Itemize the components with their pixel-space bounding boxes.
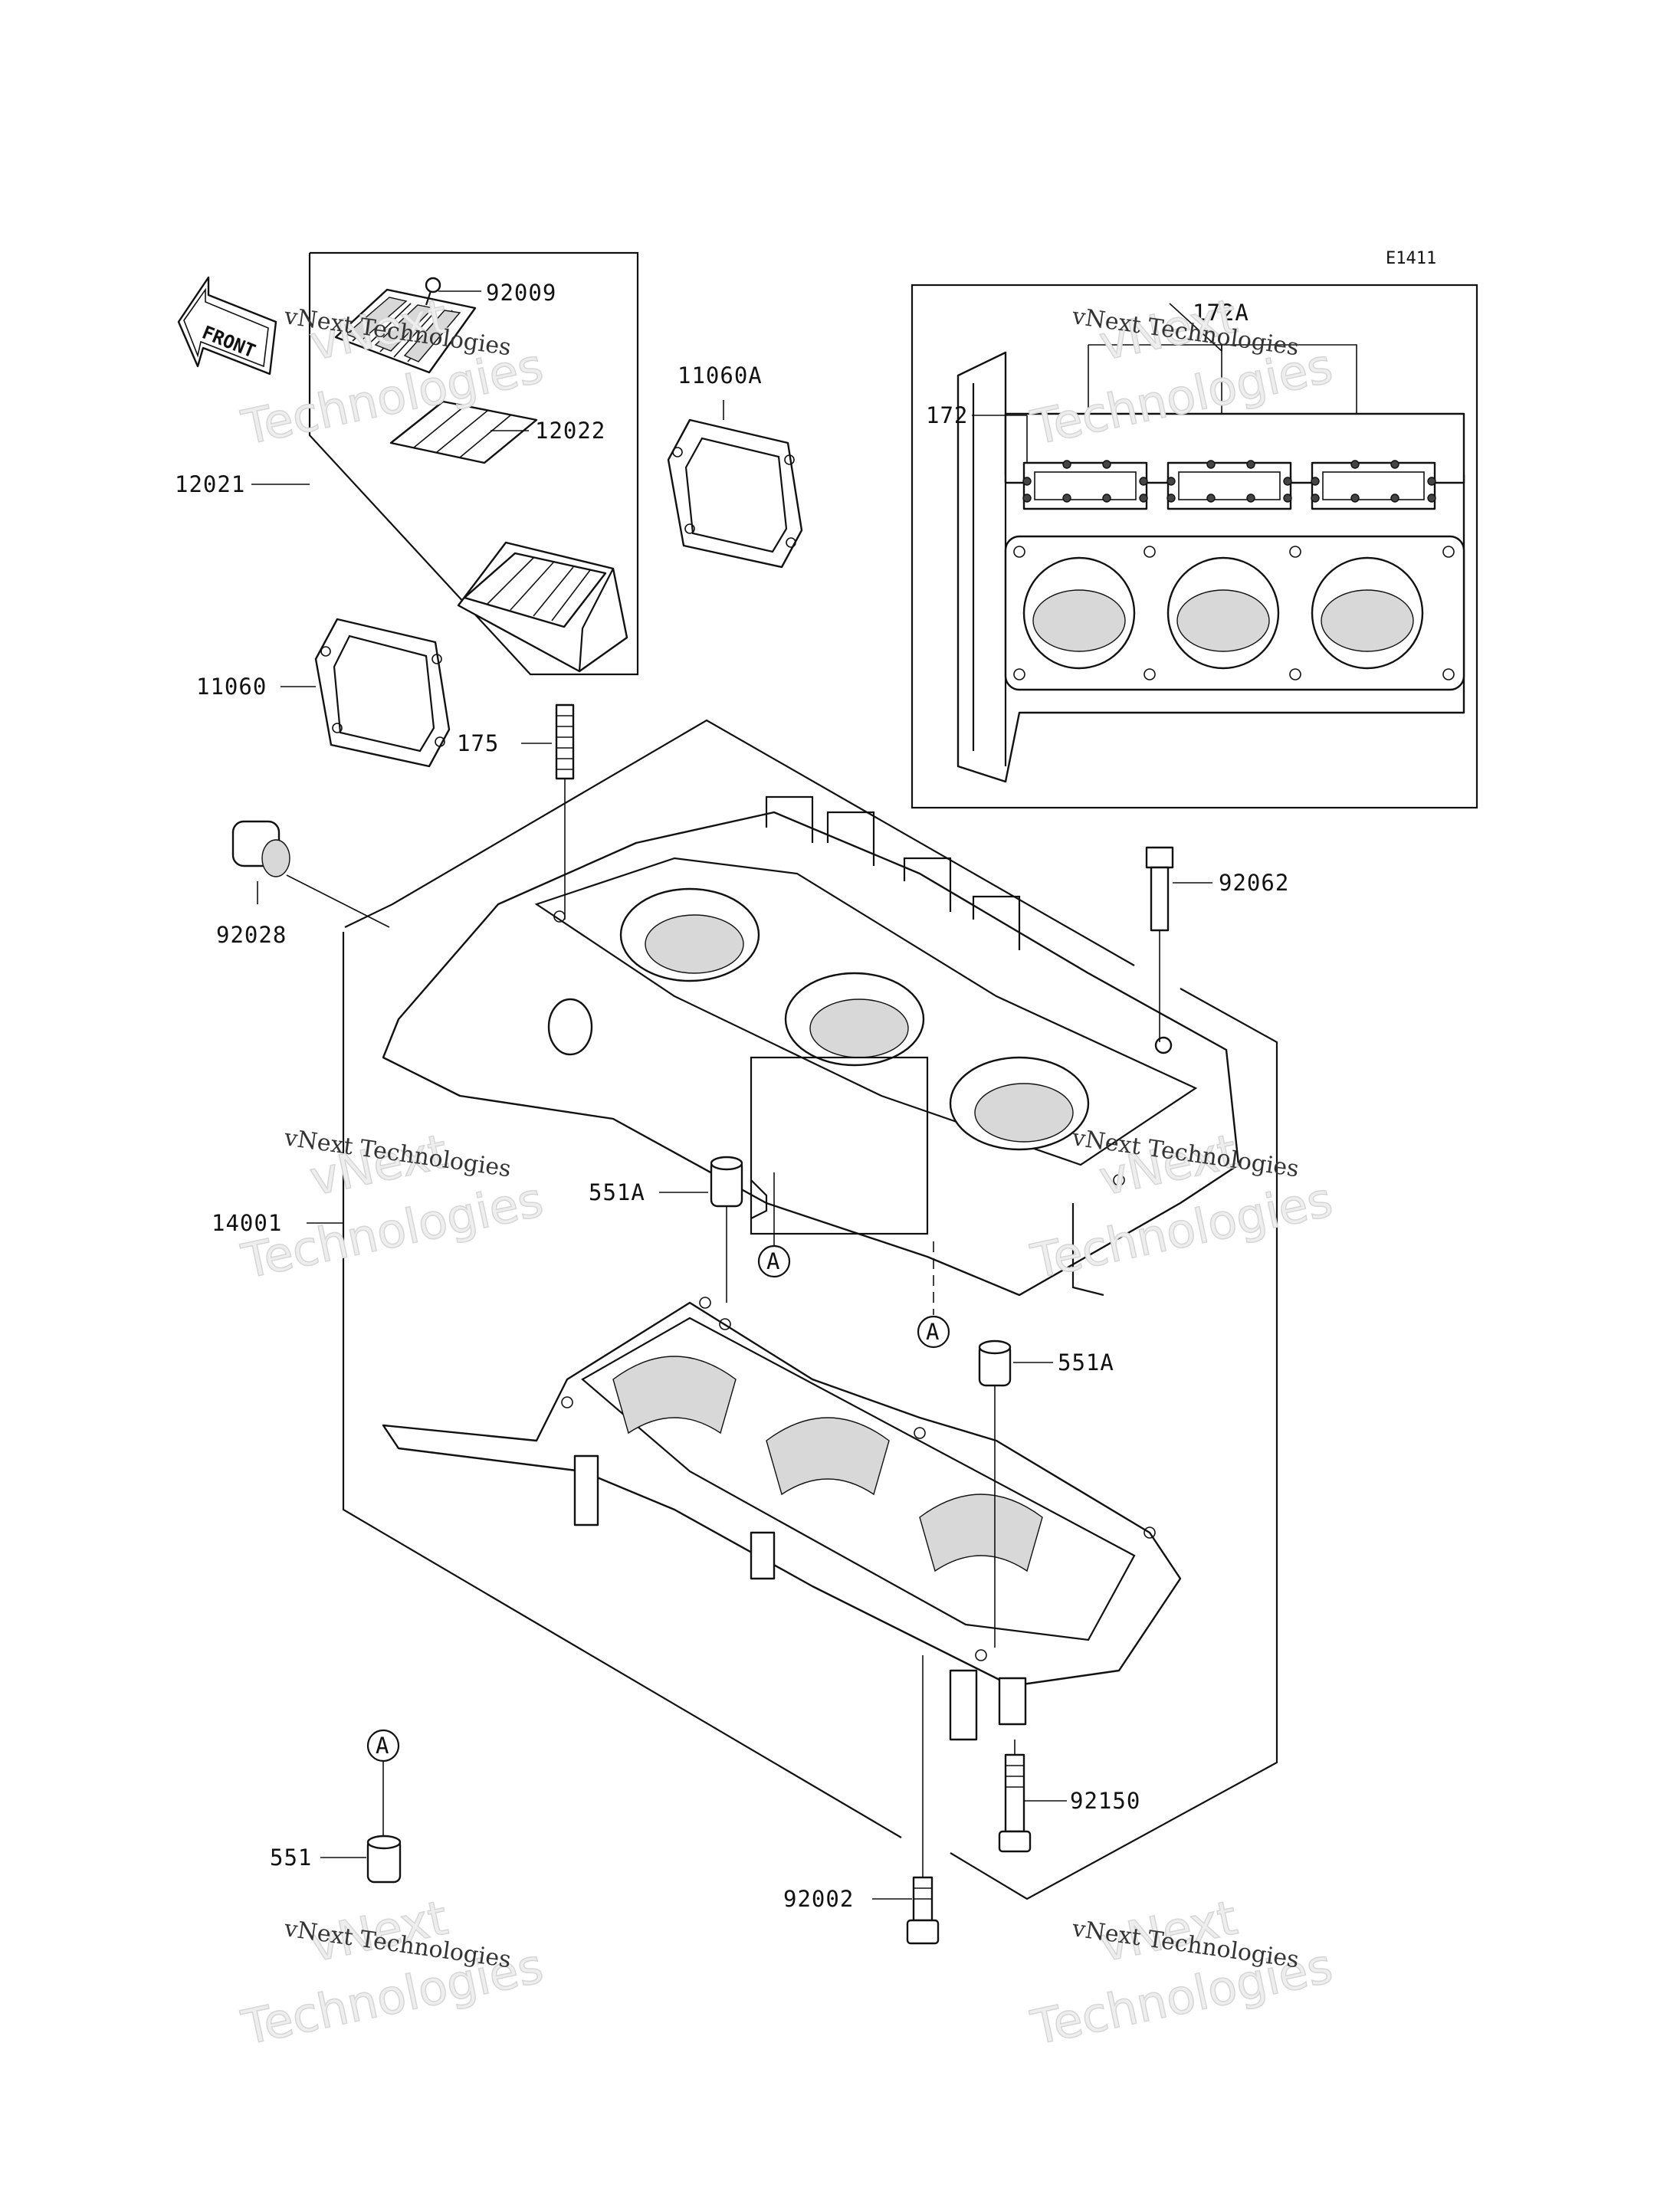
part-label-12021: 12021 [175, 471, 245, 497]
part-label-92150: 92150 [1070, 1788, 1140, 1814]
part-label-92062: 92062 [1219, 870, 1289, 896]
part-label-551A-upper: 551A [589, 1179, 645, 1205]
part-label-11060A: 11060A [678, 362, 763, 389]
svg-text:A: A [766, 1248, 780, 1274]
svg-text:A: A [926, 1319, 940, 1345]
reference-marker-a-1: A [757, 1172, 791, 1278]
part-label-172A: 172A [1193, 300, 1249, 326]
bolt-92002-icon [906, 1655, 940, 1945]
bolt-92062-icon [1145, 846, 1174, 1042]
part-label-551A-lower: 551A [1058, 1349, 1114, 1376]
gasket-11060 [314, 618, 451, 768]
dowel-551A-upper-icon [710, 1156, 743, 1303]
bolt-92150-icon [998, 1740, 1032, 1853]
front-arrow-icon: FRONT [177, 276, 277, 375]
upper-crankcase [382, 795, 1240, 1297]
reed-valve-block [457, 541, 628, 673]
plug-92028-icon [231, 820, 390, 928]
svg-text:A: A [376, 1733, 389, 1759]
part-labels: 92009 12022 12021 11060A 11060 175 92028… [175, 280, 1289, 1912]
gasket-11060A [667, 418, 803, 569]
part-label-175: 175 [457, 730, 499, 756]
part-label-551: 551 [270, 1844, 312, 1871]
watermark-bottom-right: vNext Technologies vNext Technologies [1025, 1889, 1337, 2057]
reed-stopper-plate [334, 288, 477, 374]
diagram-code: E1411 [1386, 249, 1436, 268]
reed-valve-box [308, 251, 639, 676]
leader-lines [251, 290, 1212, 1900]
watermark-bottom-left: vNext Technologies vNext Technologies [236, 1889, 548, 2057]
part-label-11060: 11060 [196, 674, 267, 700]
reference-marker-a-2: A [917, 1241, 950, 1349]
lower-crankcase [382, 1297, 1182, 1741]
dowel-551-icon [366, 1761, 402, 1884]
part-label-92028: 92028 [216, 922, 287, 948]
part-label-12022: 12022 [535, 418, 605, 444]
part-label-92009: 92009 [486, 280, 556, 306]
reference-marker-a-3: A [366, 1729, 400, 1763]
part-label-172: 172 [926, 402, 968, 428]
stud-175-icon [555, 703, 575, 920]
reed-petals [389, 400, 538, 464]
screw-92009-icon [425, 277, 441, 306]
part-label-92002: 92002 [783, 1886, 854, 1912]
cylinder-inset-box [911, 284, 1478, 809]
watermark-middle-left: vNext Technologies vNext Technologies [236, 1123, 548, 1290]
part-label-14001: 14001 [212, 1210, 282, 1236]
dowel-551A-lower-icon [978, 1340, 1012, 1648]
crankcase-box [342, 719, 1278, 1900]
